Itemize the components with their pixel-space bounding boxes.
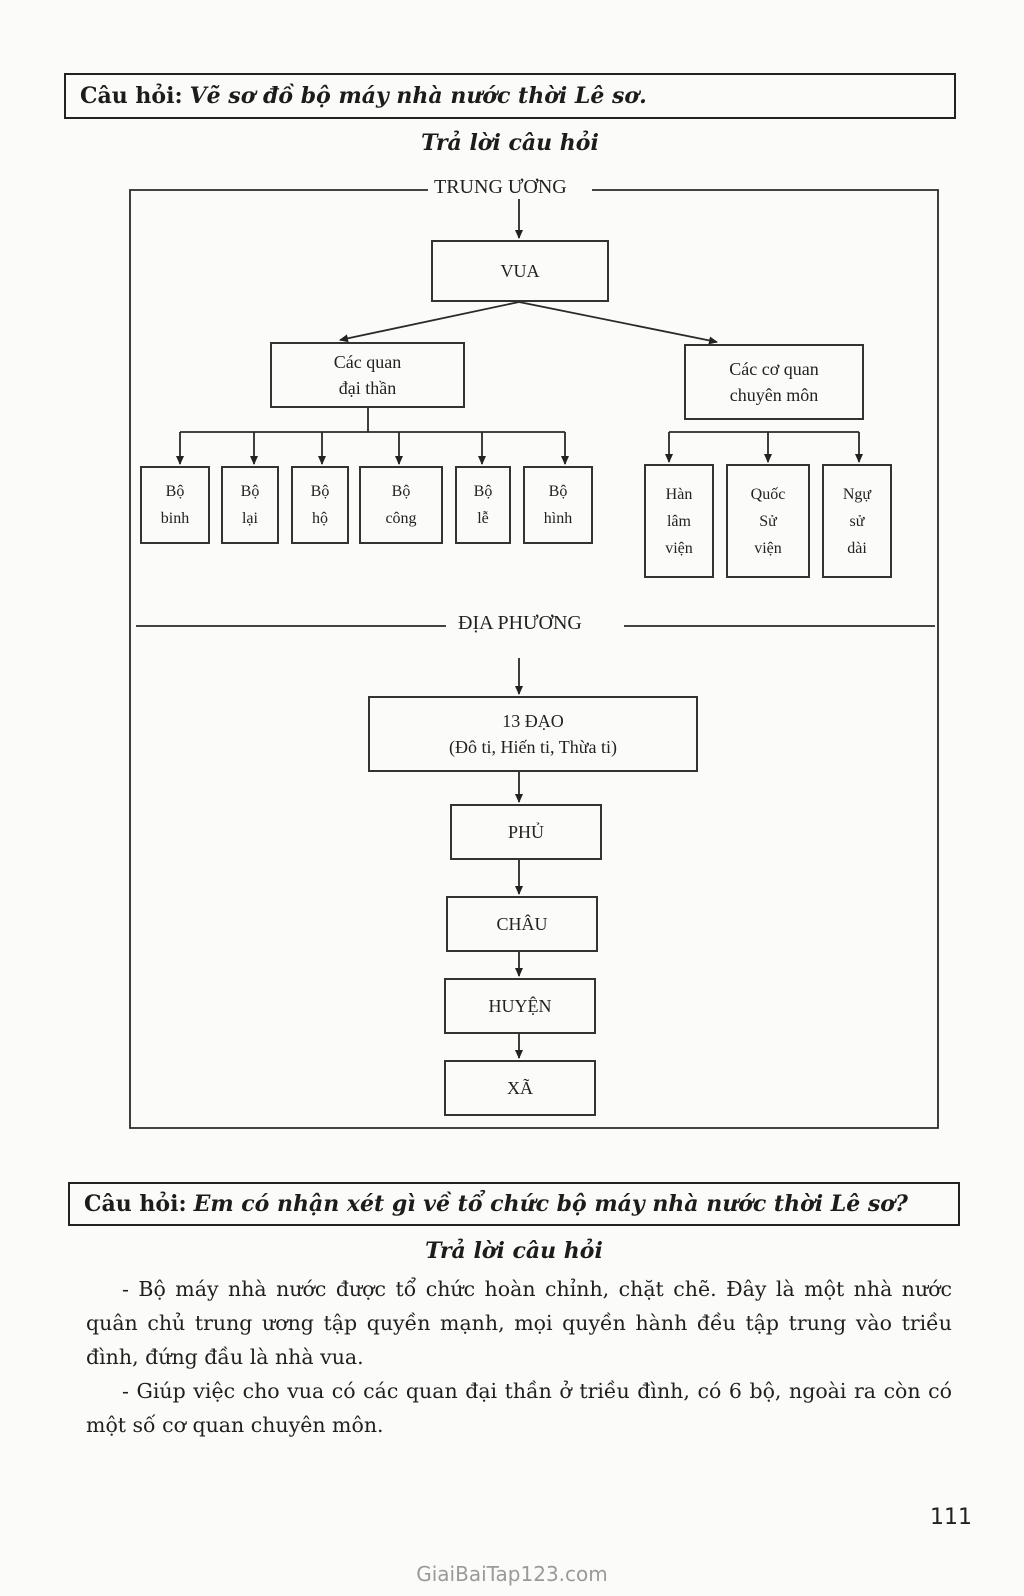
agency-label: Ngự sử dài — [842, 485, 872, 557]
specialized-agencies-label: Các cơ quan chuyên môn — [729, 359, 819, 405]
ministry-label: Bộ binh — [160, 483, 190, 527]
agency-box-quoc-su-vien: Quốc Sử viện — [726, 464, 810, 578]
page-number: 111 — [930, 1505, 972, 1530]
question-1-label: Câu hỏi: — [80, 83, 183, 109]
ministry-label: Bộ hộ — [310, 483, 330, 527]
phu-box: PHỦ — [450, 804, 602, 860]
specialized-agencies-box: Các cơ quan chuyên môn — [684, 344, 864, 420]
frame-outline — [129, 189, 939, 1129]
watermark: GiaiBaiTap123.com — [416, 1562, 608, 1586]
answer-1-title: Trả lời câu hỏi — [421, 130, 599, 156]
ministry-label: Bộ lễ — [473, 483, 493, 527]
answer-2-title: Trả lời câu hỏi — [425, 1238, 603, 1264]
ministry-label: Bộ lại — [240, 483, 260, 527]
ministry-box-cong: Bộ công — [359, 466, 443, 544]
chau-label: CHÂU — [496, 914, 548, 934]
ministry-box-le: Bộ lễ — [455, 466, 511, 544]
question-2-text: Em có nhận xét gì về tổ chức bộ máy nhà … — [193, 1191, 908, 1217]
ministers-label: Các quan đại thần — [333, 352, 402, 398]
king-box: VUA — [431, 240, 609, 302]
answer-2-paragraph-1: - Bộ máy nhà nước được tổ chức hoàn chỉn… — [86, 1277, 952, 1369]
chau-box: CHÂU — [446, 896, 598, 952]
question-2-label: Câu hỏi: — [84, 1191, 187, 1217]
ministers-box: Các quan đại thần — [270, 342, 465, 408]
huyen-label: HUYỆN — [488, 996, 552, 1016]
question-2-box: Câu hỏi: Em có nhận xét gì về tổ chức bộ… — [68, 1182, 960, 1226]
dao-box: 13 ĐẠO (Đô ti, Hiến ti, Thừa ti) — [368, 696, 698, 772]
answer-2-paragraph-2: - Giúp việc cho vua có các quan đại thần… — [86, 1379, 952, 1437]
ministry-box-lai: Bộ lại — [221, 466, 279, 544]
ministry-label: Bộ công — [385, 483, 417, 527]
xa-label: XÃ — [507, 1078, 533, 1098]
agency-box-han-lam-vien: Hàn lâm viện — [644, 464, 714, 578]
xa-box: XÃ — [444, 1060, 596, 1116]
dao-label: 13 ĐẠO (Đô ti, Hiến ti, Thừa ti) — [449, 711, 617, 757]
agency-label: Quốc Sử viện — [750, 485, 786, 557]
king-label: VUA — [500, 261, 540, 281]
ministry-label: Bộ hình — [543, 483, 573, 527]
agency-label: Hàn lâm viện — [665, 485, 693, 557]
arrow-king-specialized — [518, 301, 718, 345]
central-label: TRUNG ƯƠNG — [428, 176, 573, 199]
ministry-box-hinh: Bộ hình — [523, 466, 593, 544]
phu-label: PHỦ — [507, 822, 544, 842]
local-label: ĐỊA PHƯƠNG — [452, 612, 588, 635]
question-1-text: Vẽ sơ đồ bộ máy nhà nước thời Lê sơ. — [189, 83, 647, 109]
arrow-king-ministers — [339, 301, 520, 343]
agency-box-ngu-su-dai: Ngự sử dài — [822, 464, 892, 578]
question-1-box: Câu hỏi: Vẽ sơ đồ bộ máy nhà nước thời L… — [64, 73, 956, 119]
org-chart-lines — [129, 189, 939, 1129]
huyen-box: HUYỆN — [444, 978, 596, 1034]
ministry-box-ho: Bộ hộ — [291, 466, 349, 544]
ministry-box-binh: Bộ binh — [140, 466, 210, 544]
